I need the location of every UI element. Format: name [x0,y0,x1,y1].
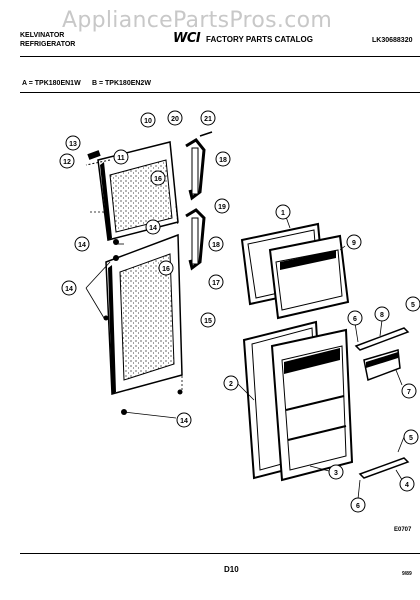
svg-text:14: 14 [65,286,73,293]
svg-text:13: 13 [69,141,77,148]
svg-text:20: 20 [171,116,179,123]
callout-9: 9 [346,234,362,250]
svg-text:3: 3 [334,470,338,477]
svg-text:2: 2 [229,381,233,388]
callout-18-upper: 18 [215,151,231,167]
callout-3: 3 [328,464,344,480]
revision-date: 9/89 [402,571,412,577]
svg-text:9: 9 [352,240,356,247]
svg-text:1: 1 [281,210,285,217]
callout-labels: 10 20 21 13 12 11 16 18 19 14 14 18 17 1… [59,110,420,513]
page-number: D10 [224,565,239,574]
callout-5-upper: 5 [405,296,420,312]
svg-text:14: 14 [149,225,157,232]
callout-7: 7 [401,383,417,399]
callout-13: 13 [65,135,81,151]
lower-shelf-bar [358,457,410,479]
diagram-code: E0707 [394,527,412,533]
catalog-title: FACTORY PARTS CATALOG [206,35,313,44]
svg-text:6: 6 [356,503,360,510]
callout-2: 2 [223,375,239,391]
svg-text:19: 19 [218,204,226,211]
header-rule [20,56,420,57]
svg-text:4: 4 [405,482,409,489]
svg-text:5: 5 [411,302,415,309]
product-label: REFRIGERATOR [20,41,76,48]
svg-text:17: 17 [212,280,220,287]
callout-1: 1 [275,204,291,220]
callout-19: 19 [214,198,230,214]
svg-text:8: 8 [380,312,384,319]
callout-18-lower: 18 [208,236,224,252]
watermark: AppliancePartsPros.com [62,8,333,33]
freezer-door [97,141,179,241]
model-rule [20,92,420,93]
svg-text:14: 14 [78,242,86,249]
callout-14-a: 14 [145,219,161,235]
svg-text:16: 16 [162,266,170,273]
upper-shelf-bar [354,327,410,351]
model-a-label: A = TPK180EN1W [22,80,81,87]
callout-8: 8 [374,306,390,322]
callout-14-c: 14 [61,280,77,296]
callout-12: 12 [59,153,75,169]
svg-text:10: 10 [144,118,152,125]
svg-text:18: 18 [219,157,227,164]
svg-text:12: 12 [63,159,71,166]
wci-logo: WCI [173,31,201,46]
callout-6-upper: 6 [347,310,363,326]
model-b-label: B = TPK180EN2W [92,80,151,87]
callout-16-lower: 16 [158,260,174,276]
fresh-food-door-liner [270,328,354,482]
callout-16-upper: 16 [150,170,166,186]
dairy-compartment [363,349,401,382]
callout-14-d: 14 [176,412,192,428]
lower-handle [185,208,206,271]
callout-11: 11 [113,149,129,165]
footer-rule [20,553,420,554]
callout-15: 15 [200,312,216,328]
callout-4: 4 [399,476,415,492]
callout-17: 17 [208,274,224,290]
upper-handle [185,138,206,201]
callout-6-lower: 6 [350,497,366,513]
callout-5-lower: 5 [403,429,419,445]
callout-10: 10 [140,112,156,128]
callout-14-b: 14 [74,236,90,252]
svg-text:7: 7 [407,389,411,396]
callout-20: 20 [167,110,183,126]
svg-text:15: 15 [204,318,212,325]
brand-label: KELVINATOR [20,32,65,39]
svg-text:18: 18 [212,242,220,249]
svg-text:21: 21 [204,116,212,123]
callout-21: 21 [200,110,216,126]
svg-text:11: 11 [117,155,125,162]
screw-21 [199,131,213,137]
svg-text:6: 6 [353,316,357,323]
svg-text:14: 14 [180,418,188,425]
catalog-code: LK30688320 [372,37,413,44]
freezer-door-liner [268,234,350,320]
svg-text:5: 5 [409,435,413,442]
svg-text:16: 16 [154,176,162,183]
